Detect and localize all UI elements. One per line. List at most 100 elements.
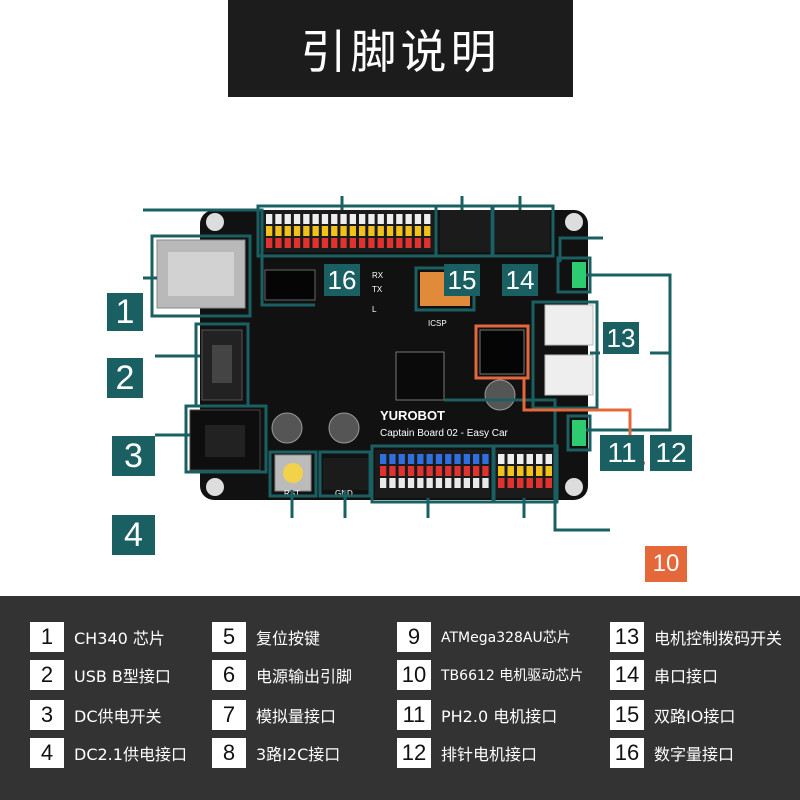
header-pin <box>482 454 489 464</box>
capacitor <box>328 412 360 444</box>
digital-header <box>262 210 434 252</box>
power-output-header <box>323 458 368 490</box>
header-pin <box>303 226 310 236</box>
header-pin <box>331 238 338 248</box>
legend-text: TB6612 电机驱动芯片 <box>441 668 584 684</box>
board-brand: YUROBOT <box>380 408 445 423</box>
callout-10: 10 <box>645 546 687 582</box>
header-pin <box>275 238 282 248</box>
header-pin <box>536 454 543 464</box>
header-pin <box>398 466 405 476</box>
header-pin <box>414 214 422 224</box>
header-pin <box>284 226 291 236</box>
header-pin <box>507 466 514 476</box>
header-pin <box>463 478 470 488</box>
header-pin <box>293 238 301 248</box>
motor-pin-header <box>572 262 586 288</box>
legend-text: PH2.0 电机接口 <box>441 707 558 726</box>
callout-12: 12 <box>650 435 692 471</box>
header-pin <box>284 238 291 248</box>
mount-hole <box>565 213 583 231</box>
header-pin <box>275 214 282 224</box>
legend-text: 复位按键 <box>256 629 321 648</box>
header-pin <box>359 214 366 224</box>
label-tx: TX <box>372 285 383 294</box>
callout-11: 11 <box>600 435 644 471</box>
legend-number: 1 <box>30 622 64 652</box>
motor-pin-header <box>572 420 586 446</box>
header-pin <box>507 478 514 488</box>
callout-16: 16 <box>324 264 360 296</box>
header-pin <box>424 238 431 248</box>
legend-text: ATMega328AU芯片 <box>441 630 571 646</box>
header-pin <box>396 238 403 248</box>
analog-header <box>375 450 490 498</box>
header-pin <box>473 454 480 464</box>
header-pin <box>424 226 431 236</box>
label-l: L <box>372 305 377 314</box>
header-pin <box>526 466 533 476</box>
header-pin <box>405 238 412 248</box>
legend-number: 3 <box>30 700 64 730</box>
header-pin <box>498 454 505 464</box>
header-pin <box>405 214 412 224</box>
mount-hole <box>565 478 583 496</box>
header-pin <box>396 226 403 236</box>
legend-number: 6 <box>212 660 246 690</box>
header-pin <box>275 226 282 236</box>
legend-number: 12 <box>397 738 431 768</box>
header-pin <box>417 466 424 476</box>
header-pin <box>386 226 394 236</box>
label-icsp: ICSP <box>428 319 447 328</box>
legend-text: 串口接口 <box>654 667 719 686</box>
header-pin <box>331 214 338 224</box>
legend-number: 15 <box>610 700 644 730</box>
legend-number: 5 <box>212 622 246 652</box>
header-pin <box>368 214 375 224</box>
header-pin <box>407 466 415 476</box>
header-pin <box>426 454 433 464</box>
header-pin <box>293 226 301 236</box>
header-pin <box>545 454 552 464</box>
legend-number: 4 <box>30 738 64 768</box>
serial-header <box>495 210 550 252</box>
legend-text: 双路IO接口 <box>654 707 736 726</box>
header-pin <box>389 466 396 476</box>
mount-hole <box>206 213 224 231</box>
header-pin <box>482 466 489 476</box>
header-pin <box>377 214 384 224</box>
header-pin <box>417 454 424 464</box>
header-pin <box>536 466 543 476</box>
header-pin <box>463 454 470 464</box>
ch340-chip <box>264 269 316 301</box>
header-pin <box>359 226 366 236</box>
legend-text: 电源输出引脚 <box>256 667 353 686</box>
header-pin <box>349 226 356 236</box>
header-pin <box>435 454 443 464</box>
header-pin <box>349 238 356 248</box>
header-pin <box>545 466 552 476</box>
legend-item: 15 双路IO接口 <box>610 698 735 732</box>
header-pin <box>359 238 366 248</box>
header-pin <box>266 214 273 224</box>
header-pin <box>454 478 461 488</box>
header-pin <box>482 478 489 488</box>
header-pin <box>473 478 480 488</box>
callout-3: 3 <box>112 436 155 476</box>
header-pin <box>321 214 329 224</box>
header-pin <box>293 214 301 224</box>
header-pin <box>380 454 387 464</box>
header-pin <box>368 238 375 248</box>
header-pin <box>517 454 524 464</box>
header-pin <box>377 226 384 236</box>
legend-number: 7 <box>212 700 246 730</box>
tb6612-chip <box>479 329 525 375</box>
legend-number: 9 <box>397 622 431 652</box>
legend-text: 数字量接口 <box>654 745 735 764</box>
